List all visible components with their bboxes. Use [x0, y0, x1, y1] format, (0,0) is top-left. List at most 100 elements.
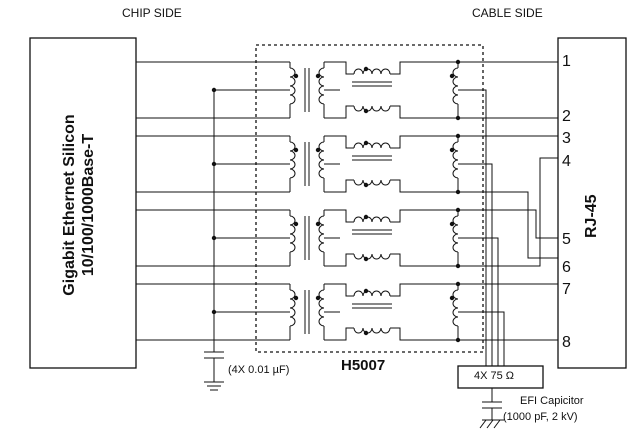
cable-side-coil [452, 215, 459, 253]
polarity-dot [363, 66, 369, 72]
pin-6-wire [458, 191, 558, 259]
h5007-module-outline [255, 44, 484, 353]
transformer-channel [136, 59, 487, 366]
polarity-dot [363, 108, 369, 114]
junction-dot [455, 337, 461, 343]
common-mode-choke-top [353, 142, 391, 149]
pin-5-label: 5 [562, 231, 571, 248]
choke-lead [324, 61, 354, 75]
transformer-secondary-coil [318, 289, 325, 327]
common-mode-choke-bottom [353, 327, 391, 334]
polarity-dot [449, 221, 455, 227]
termination-resistor-box [457, 365, 544, 389]
cable-side-coil [452, 289, 459, 327]
polarity-dot [449, 295, 455, 301]
rj45-connector-block [557, 37, 627, 369]
junction-dot [455, 59, 461, 65]
chip-silicon-block [29, 37, 137, 369]
efi-capacitor-title: EFI Capicitor [520, 395, 584, 407]
junction-dot [455, 115, 461, 121]
polarity-dot [363, 214, 369, 220]
polarity-dot [363, 256, 369, 262]
pin-2-label: 2 [562, 108, 571, 125]
transformer-primary-coil [289, 215, 296, 253]
junction-dot [455, 263, 461, 269]
choke-lead [390, 179, 458, 193]
transformer-primary-coil [289, 67, 296, 105]
chip-block-line1: Gigabit Ethernet Silicon [61, 114, 78, 296]
cable-side-header: CABLE SIDE [472, 6, 543, 20]
junction-dot [211, 309, 217, 315]
decoupling-capacitor-symbol [204, 351, 224, 382]
termination-wire [458, 163, 493, 366]
transformer-secondary-coil [318, 67, 325, 105]
termination-wire [458, 237, 499, 366]
common-mode-choke-bottom [353, 253, 391, 260]
pin-3-label: 3 [562, 130, 571, 147]
common-mode-choke-top [353, 216, 391, 223]
junction-dot [211, 161, 217, 167]
choke-lead [390, 327, 458, 341]
cable-side-coil [452, 141, 459, 179]
polarity-dot [293, 147, 299, 153]
polarity-dot [315, 73, 321, 79]
choke-lead [390, 61, 458, 75]
pin-7-label: 7 [562, 281, 571, 298]
polarity-dot [449, 147, 455, 153]
efi-capacitor-symbol [482, 388, 502, 420]
polarity-dot [315, 147, 321, 153]
polarity-dot [363, 330, 369, 336]
transformer-channel [136, 207, 499, 366]
polarity-dot [363, 182, 369, 188]
polarity-dot [363, 288, 369, 294]
module-part-number: H5007 [341, 357, 386, 374]
capacitor-value-label: (4X 0.01 µF) [228, 364, 290, 376]
choke-lead [324, 135, 354, 149]
transformer-secondary-coil [318, 141, 325, 179]
transformer-channel [136, 281, 505, 366]
polarity-dot [315, 221, 321, 227]
polarity-dot [293, 73, 299, 79]
choke-lead [390, 135, 458, 149]
pin-5-wire [458, 209, 558, 239]
chip-block-label: Gigabit Ethernet Silicon 10/100/1000Base… [60, 87, 98, 323]
polarity-dot [293, 295, 299, 301]
junction-dot [211, 87, 217, 93]
choke-lead [324, 209, 354, 223]
pin-1-label: 1 [562, 53, 571, 70]
transformer-primary-coil [289, 141, 296, 179]
ground-symbol [204, 381, 224, 391]
pin-8-label: 8 [562, 334, 571, 351]
transformer-channel [136, 133, 493, 366]
choke-lead [324, 283, 354, 297]
polarity-dot [363, 140, 369, 146]
polarity-dot [449, 73, 455, 79]
termination-resistor-label: 4X 75 Ω [474, 370, 515, 382]
rj45-label: RJ-45 [583, 194, 600, 238]
chip-side-header: CHIP SIDE [122, 6, 182, 20]
efi-capacitor-spec: (1000 pF, 2 kV) [503, 411, 578, 423]
polarity-dot [315, 295, 321, 301]
common-mode-choke-bottom [353, 105, 391, 112]
choke-lead [324, 253, 354, 267]
choke-lead [390, 209, 458, 223]
polarity-dot [293, 221, 299, 227]
choke-lead [324, 179, 354, 193]
choke-lead [390, 253, 458, 267]
choke-lead [390, 105, 458, 119]
termination-wire [458, 311, 505, 366]
common-mode-choke-bottom [353, 179, 391, 186]
transformer-secondary-coil [318, 215, 325, 253]
chip-block-line2: 10/100/1000Base-T [80, 133, 97, 277]
pin-4-label: 4 [562, 153, 571, 170]
junction-dot [455, 189, 461, 195]
cable-side-coil [452, 67, 459, 105]
pin-4-wire [458, 157, 558, 267]
transformer-primary-coil [289, 289, 296, 327]
common-mode-choke-top [353, 68, 391, 75]
junction-dot [455, 133, 461, 139]
choke-lead [324, 105, 354, 119]
junction-dot [455, 281, 461, 287]
junction-dot [455, 207, 461, 213]
